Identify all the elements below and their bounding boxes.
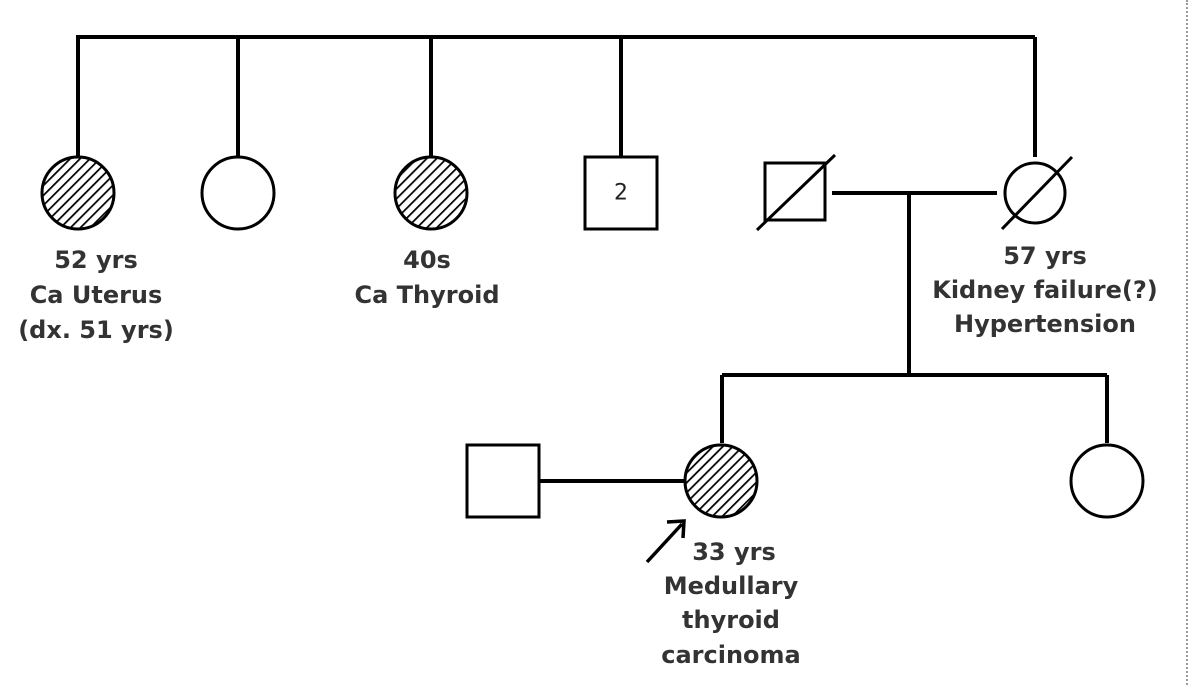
parents-lines xyxy=(539,191,1109,483)
aunt1-label-2: Ca Uterus xyxy=(30,281,163,309)
proband-label-2: Medullary xyxy=(664,572,799,600)
mother-symbol xyxy=(1000,155,1074,231)
mother-label-1: 57 yrs xyxy=(1003,242,1087,270)
uncles-symbol: 2 xyxy=(583,155,659,231)
proband-label-4: carcinoma xyxy=(661,641,801,669)
uncles-count: 2 xyxy=(614,181,628,206)
proband-symbol xyxy=(683,443,759,519)
image-edge-border xyxy=(1186,0,1200,685)
sister-symbol xyxy=(1069,443,1145,519)
sibship-lines xyxy=(76,35,1037,157)
mother-label-2: Kidney failure(?) xyxy=(932,276,1158,304)
proband-label-1: 33 yrs xyxy=(692,538,776,566)
aunt1-symbol xyxy=(40,155,116,231)
aunt3-symbol xyxy=(393,155,469,231)
mother-deceased-slash xyxy=(1000,155,1074,231)
father-symbol xyxy=(755,153,837,232)
aunt3-label-2: Ca Thyroid xyxy=(355,281,500,309)
spouse-symbol xyxy=(465,443,541,519)
father-deceased-slash xyxy=(755,153,837,232)
mother-label-3: Hypertension xyxy=(954,310,1136,338)
aunt2-symbol xyxy=(200,155,276,231)
proband-arrow-shaft xyxy=(645,522,684,564)
aunt3-label-1: 40s xyxy=(403,246,451,274)
aunt1-label-3: (dx. 51 yrs) xyxy=(18,316,174,344)
proband-label-3: thyroid xyxy=(682,606,780,634)
proband-arrow-head xyxy=(666,519,686,539)
proband-arrow-icon xyxy=(645,519,686,564)
uncles-square xyxy=(583,155,659,231)
aunt1-label-1: 52 yrs xyxy=(54,246,138,274)
